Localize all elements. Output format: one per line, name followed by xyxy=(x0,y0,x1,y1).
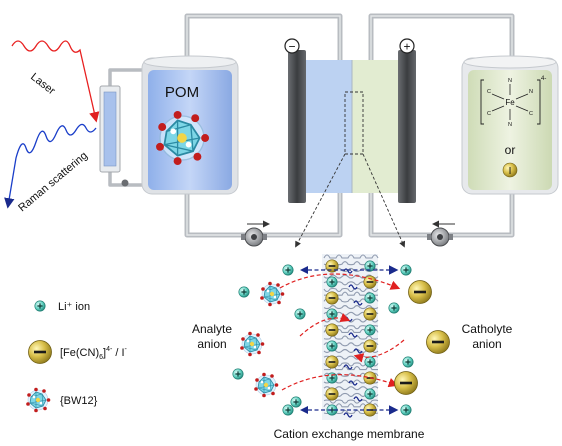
zoom-line-left xyxy=(295,153,346,248)
anolyte-label-line2: anion xyxy=(197,337,226,351)
svg-text:C: C xyxy=(487,89,491,95)
gold-anion-icon xyxy=(27,339,53,365)
gold-anion-icon xyxy=(362,306,378,322)
bw12-cluster-icon xyxy=(239,331,265,357)
svg-text:N: N xyxy=(508,78,512,84)
gold-anion-icon xyxy=(425,329,451,355)
li-ion-icon xyxy=(364,292,376,304)
svg-text:4-: 4- xyxy=(541,76,546,82)
membrane-strand xyxy=(323,274,379,279)
svg-text:N: N xyxy=(529,89,533,95)
li-ion-icon xyxy=(400,404,412,416)
ion-channel-mark xyxy=(343,412,353,418)
legend: Li⁺ ion [Fe(CN)6]4- / I- {BW12} xyxy=(25,300,128,413)
bw12-cluster-icon xyxy=(25,387,51,413)
anolyte-tank: POM xyxy=(141,55,239,195)
ion-channel-mark xyxy=(348,380,358,386)
li-ion-icon xyxy=(282,264,294,276)
svg-text:−: − xyxy=(288,40,295,54)
svg-text:N: N xyxy=(508,122,512,128)
catholyte-tank: 4- Fe N N C N C C or I xyxy=(461,55,559,195)
legend-fe-label: [Fe(CN)6]4- / I- xyxy=(60,346,128,361)
or-label: or xyxy=(505,143,516,157)
gold-anion-icon xyxy=(407,279,433,305)
li-ion-icon xyxy=(402,356,414,368)
li-ion-icon xyxy=(364,356,376,368)
ion-channel-mark xyxy=(353,396,363,402)
ion-channel-mark xyxy=(348,284,358,290)
membrane-strand xyxy=(323,305,379,310)
svg-text:Fe: Fe xyxy=(505,98,515,107)
membrane-strand xyxy=(323,254,379,259)
gold-anion-icon xyxy=(324,290,340,306)
li-ion-icon xyxy=(388,302,400,314)
bw12-cluster-icon xyxy=(253,372,279,398)
li-ion-icon xyxy=(326,276,338,288)
li-ion-icon xyxy=(290,396,302,408)
li-ion-icon xyxy=(232,368,244,380)
negative-terminal: − xyxy=(284,38,300,54)
electrochemical-cell xyxy=(288,50,416,203)
gold-anion-icon xyxy=(362,370,378,386)
li-ion-icon xyxy=(294,308,306,320)
li-ion-icon xyxy=(238,286,250,298)
ion-channel-mark xyxy=(343,364,353,370)
negative-electrode xyxy=(288,50,306,203)
legend-bw-label: {BW12} xyxy=(60,395,98,407)
li-ion-icon xyxy=(364,324,376,336)
li-ion-icon xyxy=(34,300,46,312)
catholyte-label-line1: Catholyte xyxy=(462,322,513,336)
ion-channel-mark xyxy=(353,348,363,354)
svg-text:I: I xyxy=(509,166,512,177)
svg-text:+: + xyxy=(403,40,410,54)
gold-anion-icon xyxy=(393,370,419,396)
raman-label: Raman scattering xyxy=(16,150,90,215)
catholyte-label-line2: anion xyxy=(472,337,501,351)
ferrocyanide-structure-icon: 4- Fe N N C N C C xyxy=(480,76,546,128)
ion-channel-mark xyxy=(343,268,353,274)
raman-flow-cell xyxy=(99,85,129,187)
pump-icon xyxy=(240,227,268,247)
zoom-line-right xyxy=(362,153,406,248)
ion-channel-mark xyxy=(348,332,358,338)
li-ion-icon xyxy=(282,404,294,416)
pom-label: POM xyxy=(165,84,199,101)
raman-scattering: Raman scattering xyxy=(4,123,97,215)
laser-label: Laser xyxy=(28,71,57,98)
li-ion-icon xyxy=(326,340,338,352)
gold-anion-icon xyxy=(324,322,340,338)
li-ion-icon xyxy=(400,264,412,276)
li-ion-icon xyxy=(364,388,376,400)
membrane-label: Cation exchange membrane xyxy=(274,427,425,441)
legend-li-label: Li⁺ ion xyxy=(58,301,90,313)
iodide-icon: I xyxy=(502,162,518,178)
membrane-strand xyxy=(323,287,379,293)
membrane-strand xyxy=(323,399,379,404)
anolyte-label-line1: Analyte xyxy=(192,322,232,336)
svg-text:C: C xyxy=(529,111,533,117)
gold-anion-icon xyxy=(324,354,340,370)
transport-arrows xyxy=(279,265,405,415)
pump-icon xyxy=(426,227,454,247)
gold-anion-icon xyxy=(362,338,378,354)
bw12-cluster-icon xyxy=(259,281,285,307)
ion-channel-mark xyxy=(353,300,363,306)
laser-beam: Laser xyxy=(11,40,100,123)
gold-anion-icon xyxy=(324,386,340,402)
svg-text:C: C xyxy=(487,111,491,117)
membrane-ions xyxy=(324,258,378,418)
positive-electrode xyxy=(398,50,416,203)
valve-icon xyxy=(121,179,129,187)
positive-terminal: + xyxy=(399,38,415,54)
